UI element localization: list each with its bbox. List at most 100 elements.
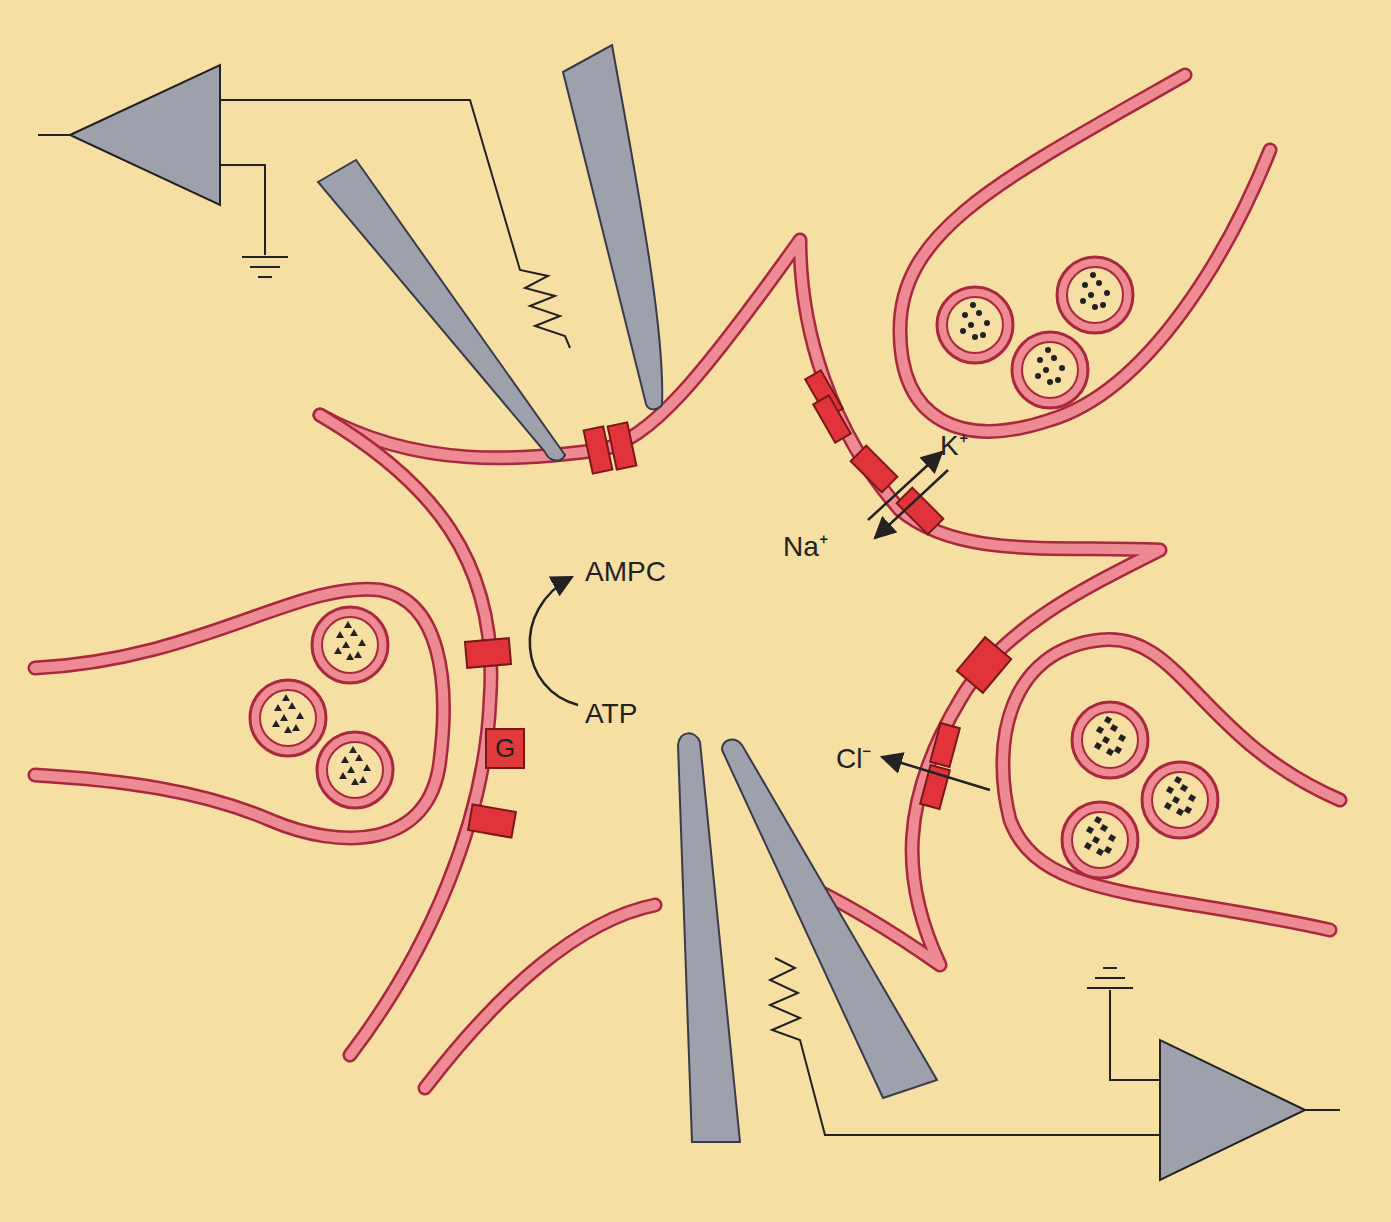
transmitter-triangle [282, 694, 290, 701]
transmitter-square [1096, 726, 1104, 734]
transmitter-dot [1096, 280, 1102, 286]
vesicle [937, 287, 1013, 363]
transmitter-triangle [274, 704, 282, 711]
transmitter-triangle [341, 756, 349, 763]
transmitter-triangle [334, 647, 342, 654]
transmitter-square [1188, 794, 1196, 802]
transmitter-square [1106, 748, 1114, 756]
transmitter-square [1164, 802, 1172, 810]
vesicle-lumen [1067, 267, 1123, 323]
transmitter-dot [1055, 377, 1061, 383]
vesicle-lumen [1022, 342, 1078, 398]
transmitter-square [1166, 786, 1174, 794]
transmitter-triangle [349, 746, 357, 753]
transmitter-triangle [280, 714, 288, 721]
transmitter-dot [1037, 357, 1043, 363]
transmitter-triangle [336, 631, 344, 638]
transmitter-square [1174, 776, 1182, 784]
transmitter-dot [1082, 282, 1088, 288]
transmitter-triangle [347, 766, 355, 773]
transmitter-triangle [354, 651, 362, 658]
transmitter-dot [984, 320, 990, 326]
transmitter-dot [970, 302, 976, 308]
transmitter-square [1104, 846, 1112, 854]
vesicle [1057, 257, 1133, 333]
vesicle-lumen [1072, 812, 1128, 868]
transmitter-square [1102, 736, 1110, 744]
transmitter-dot [972, 334, 978, 340]
transmitter-square [1108, 834, 1116, 842]
transmitter-square [1172, 796, 1180, 804]
vesicle [1072, 702, 1148, 778]
ion-label: AMPC [585, 558, 666, 586]
amplifiers [38, 65, 1340, 1180]
transmitter-dot [1045, 347, 1051, 353]
ion-label: K⁺ [940, 432, 968, 460]
transmitter-triangle [296, 712, 304, 719]
transmitter-triangle [350, 629, 358, 636]
membrane-band [900, 75, 1270, 431]
transmitter-dot [1080, 298, 1086, 304]
transmitter-square [1096, 848, 1104, 856]
transmitter-dot [1090, 272, 1096, 278]
transmitter-dot [1100, 302, 1106, 308]
transmitter-triangle [355, 754, 363, 761]
transmitter-square [1114, 746, 1122, 754]
transmitter-dot [976, 310, 982, 316]
transmitter-triangle [284, 726, 292, 733]
transmitter-square [1118, 734, 1126, 742]
node-text: G [495, 733, 515, 764]
g-protein-box: G [485, 728, 525, 769]
transmitter-triangle [351, 778, 359, 785]
transmitter-square [1094, 816, 1102, 824]
transmitter-dot [1092, 304, 1098, 310]
transmitter-square [1104, 716, 1112, 724]
vesicle [1142, 762, 1218, 838]
transmitter-dot [960, 328, 966, 334]
ion-label: Na⁺ [783, 533, 828, 561]
transmitter-triangle [272, 720, 280, 727]
transmitter-dot [1104, 290, 1110, 296]
ion-label: ATP [585, 700, 637, 728]
membrane-edge [900, 75, 1270, 431]
membrane-band [1003, 639, 1340, 930]
transmitter-dot [1043, 367, 1049, 373]
transmitter-dot [1051, 355, 1057, 361]
transmitter-triangle [358, 639, 366, 646]
vesicle-lumen [1082, 712, 1138, 768]
transmitter-square [1094, 742, 1102, 750]
transmitter-triangle [363, 764, 371, 771]
transmitter-dot [1035, 373, 1041, 379]
transmitter-triangle [339, 772, 347, 779]
transmitter-triangle [342, 641, 350, 648]
transmitter-triangle [292, 724, 300, 731]
membrane-edge [425, 905, 655, 1088]
vesicle-lumen [947, 297, 1003, 353]
ion-label: Cl⁻ [836, 745, 871, 773]
transmitter-triangle [288, 702, 296, 709]
transmitter-square [1110, 724, 1118, 732]
transmitter-triangle [346, 653, 354, 660]
vesicle-lumen [260, 690, 316, 746]
vesicles [250, 257, 1218, 878]
transmitter-dot [1059, 365, 1065, 371]
vesicle-lumen [322, 617, 378, 673]
transmitter-dot [962, 312, 968, 318]
membrane-edge [1003, 639, 1340, 930]
transmitter-triangle [359, 776, 367, 783]
vesicle [250, 680, 326, 756]
transmitter-square [1084, 842, 1092, 850]
vesicle [1012, 332, 1088, 408]
transmitter-square [1092, 836, 1100, 844]
vesicle-lumen [327, 742, 383, 798]
transmitter-triangle [344, 621, 352, 628]
transmitter-square [1086, 826, 1094, 834]
transmitter-square [1180, 784, 1188, 792]
membrane-edge [35, 589, 443, 838]
transmitter-square [1100, 824, 1108, 832]
flux-arrows [530, 452, 990, 790]
transmitter-square [1176, 808, 1184, 816]
transmitter-dot [1047, 379, 1053, 385]
vesicle [312, 607, 388, 683]
